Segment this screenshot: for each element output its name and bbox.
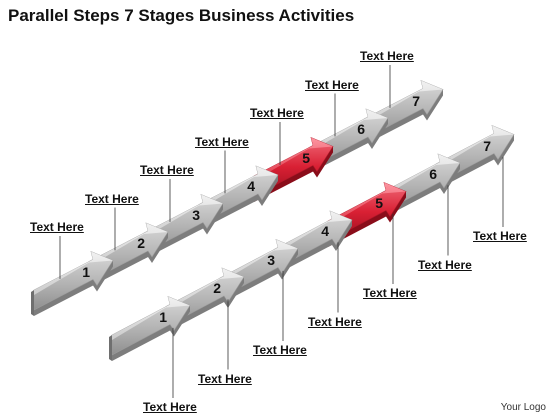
arrow-side-face [309, 118, 388, 174]
arrow-side-face [274, 220, 352, 276]
upper-row-arrows [31, 79, 444, 316]
step-label: Text Here [308, 314, 362, 329]
step-number: 3 [267, 251, 276, 268]
step-number: 5 [302, 149, 311, 166]
arrow-side-face [144, 203, 223, 259]
arrow-side-face [166, 277, 244, 333]
step-number: 5 [375, 194, 384, 211]
step-label: Text Here [363, 286, 417, 300]
step-number: 1 [159, 308, 168, 325]
step-label: Text Here [473, 229, 527, 243]
step-number: 7 [483, 137, 492, 154]
step-number: 6 [429, 166, 438, 183]
arrow-side-face [328, 191, 406, 247]
step-label: Text Here [305, 77, 359, 92]
step-label: Text Here [30, 220, 84, 234]
step-label: Text Here [195, 134, 249, 149]
step-number: 4 [247, 178, 256, 195]
arrow-start-cap [31, 290, 34, 316]
step-number: 6 [357, 121, 366, 138]
arrow-side-face [364, 89, 443, 145]
arrow-side-face [436, 134, 514, 190]
step-number: 4 [321, 223, 330, 240]
step-number: 1 [82, 263, 91, 280]
arrow-side-face [382, 163, 460, 219]
step-arrow-1 [109, 295, 191, 361]
step-label: Text Here [143, 400, 197, 414]
step-number: 7 [412, 92, 421, 109]
step-label: Text Here [85, 191, 139, 206]
step-number: 3 [192, 206, 201, 223]
arrow-side-face [34, 260, 113, 316]
lower-row-arrows [109, 124, 515, 361]
arrow-side-face [199, 175, 278, 231]
step-number: 2 [213, 280, 222, 297]
arrow-side-face [220, 248, 298, 304]
step-label: Text Here [140, 163, 194, 177]
step-label: Text Here [253, 343, 307, 357]
arrow-side-face [254, 146, 333, 202]
logo-text: Your Logo [500, 402, 546, 413]
step-arrow-1 [31, 250, 114, 316]
step-label: Text Here [360, 49, 414, 63]
step-label: Text Here [250, 106, 304, 120]
arrow-side-face [112, 305, 190, 361]
step-number: 2 [137, 235, 146, 252]
arrow-side-face [89, 232, 168, 288]
page-title: Parallel Steps 7 Stages Business Activit… [8, 6, 355, 25]
step-label: Text Here [418, 257, 472, 272]
arrow-start-cap [109, 335, 112, 361]
step-label: Text Here [198, 371, 252, 386]
